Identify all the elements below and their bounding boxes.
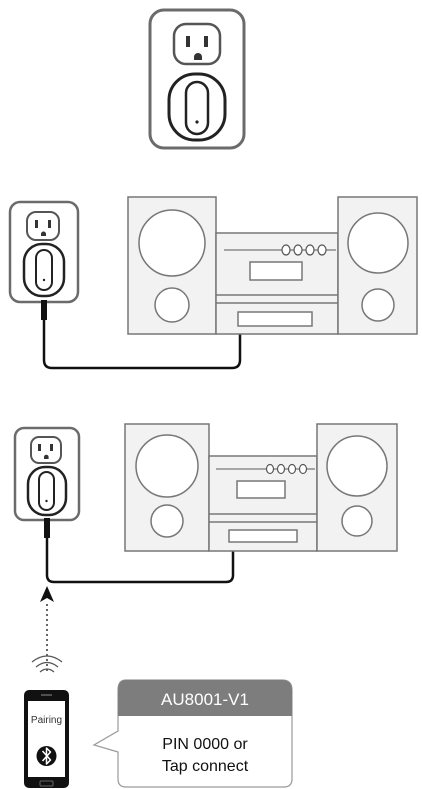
pairing-callout: AU8001-V1 PIN 0000 or Tap connect: [94, 680, 292, 787]
right-speaker-woofer: [348, 213, 408, 273]
receiver-led: [195, 120, 198, 123]
stereo-display: [250, 262, 302, 280]
outlet-slot-right: [204, 36, 208, 47]
left-speaker-tweeter: [155, 288, 189, 322]
right-speaker-tweeter: [342, 506, 372, 536]
audio-plug: [44, 518, 50, 538]
callout-line-1: PIN 0000 or: [162, 736, 248, 753]
receiver-face: [39, 472, 54, 510]
phone: Pairing: [24, 690, 69, 788]
left-speaker-tweeter: [151, 505, 183, 537]
outlet-slot-right: [50, 444, 53, 451]
outlet-slot-left: [186, 36, 190, 47]
step3-phone-pairing: Pairing AU8001-V1 PIN 0000 or Tap connec…: [15, 424, 397, 788]
right-speaker-tweeter: [362, 289, 394, 321]
receiver-face: [36, 250, 52, 290]
stereo-display: [237, 481, 285, 498]
right-speaker-woofer: [327, 436, 387, 496]
left-speaker-woofer: [136, 435, 198, 497]
receiver-led: [45, 500, 47, 502]
phone-status-text: Pairing: [31, 715, 62, 726]
step1-outlet-with-receiver: [150, 10, 244, 148]
outlet-slot-left: [38, 444, 41, 451]
outlet-socket: [31, 437, 61, 463]
receiver-led: [43, 279, 45, 281]
stereo-tray: [229, 530, 297, 542]
outlet-slot-left: [35, 220, 38, 228]
device-name: AU8001-V1: [161, 690, 249, 709]
outlet-slot-right: [48, 220, 51, 228]
left-speaker-woofer: [139, 210, 205, 276]
receiver-face: [186, 82, 208, 134]
stereo-tray: [238, 312, 312, 326]
audio-plug: [41, 300, 47, 320]
arrow-head-icon: [40, 586, 54, 602]
step2-outlet-to-stereo: [10, 197, 417, 368]
callout-line-2: Tap connect: [162, 758, 249, 775]
